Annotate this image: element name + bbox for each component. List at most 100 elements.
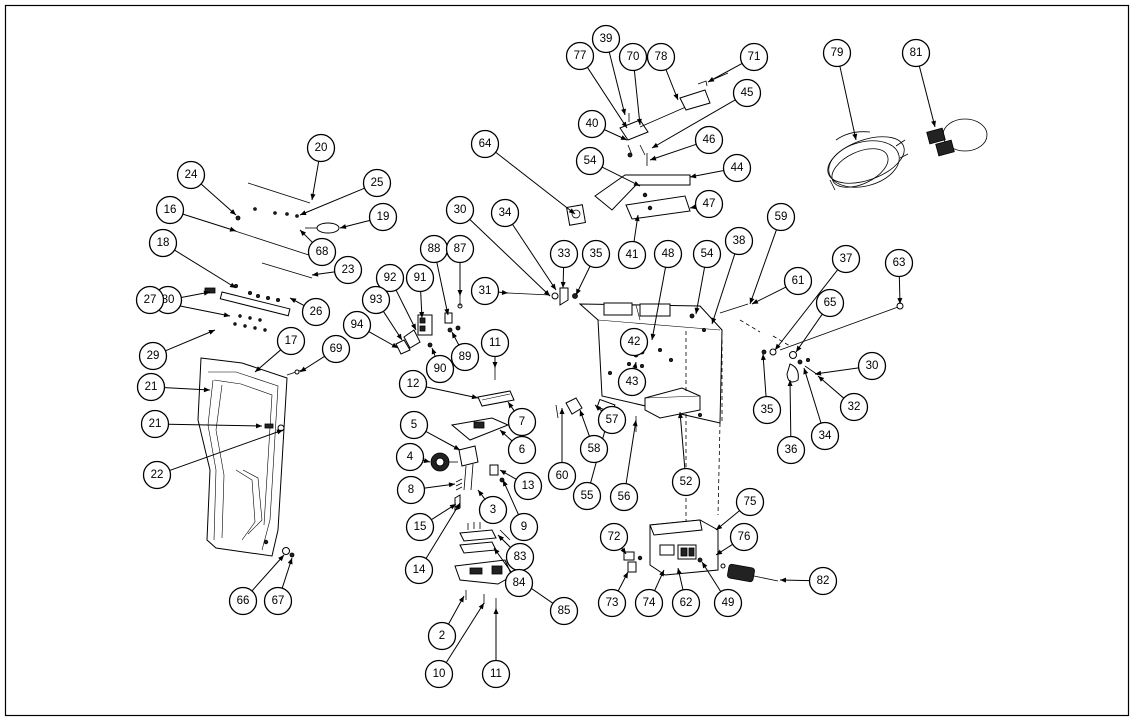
- callout-circle: [653, 239, 683, 269]
- callout-89: 89: [450, 342, 480, 372]
- callout-leader-34: [803, 367, 822, 424]
- callout-number: 38: [733, 235, 746, 247]
- callout-number: 34: [819, 430, 832, 442]
- rod-23: [261, 262, 313, 279]
- callout-leader-14: [425, 502, 461, 559]
- callout-circle: [481, 659, 511, 689]
- callout-circle: [480, 328, 510, 358]
- callout-circle: [808, 566, 838, 596]
- callout-81: 81: [901, 38, 931, 68]
- callout-circle: [713, 588, 743, 618]
- callout-number: 89: [459, 351, 472, 363]
- callout-arrowhead-41: [634, 215, 640, 222]
- callout-number: 56: [618, 491, 631, 503]
- callout-11: 11: [481, 659, 511, 689]
- callout-82: 82: [808, 566, 838, 596]
- callout-circle: [671, 467, 701, 497]
- callout-61: 61: [783, 266, 813, 296]
- callout-circle: [445, 195, 475, 225]
- callout-arrowhead-66: [278, 555, 284, 562]
- callout-84: 84: [504, 568, 534, 598]
- callout-70: 70: [618, 42, 648, 72]
- callout-arrowhead-87: [457, 290, 463, 296]
- callout-circle: [618, 42, 648, 72]
- callout-66: 66: [228, 586, 258, 616]
- callout-arrowhead-2: [458, 596, 464, 603]
- callout-17: 17: [276, 326, 306, 356]
- callout-number: 27: [144, 294, 157, 306]
- callout-arrowhead-24: [229, 209, 236, 215]
- callout-16: 16: [155, 195, 185, 225]
- callout-circle: [839, 392, 869, 422]
- callout-arrowhead-21: [203, 387, 210, 393]
- callout-circle: [857, 351, 887, 381]
- callout-6: 6: [507, 435, 537, 465]
- callout-arrowhead-11: [492, 362, 498, 368]
- callout-74: 74: [634, 588, 664, 618]
- callout-number: 41: [626, 249, 639, 261]
- callout-leader-79: [839, 66, 857, 141]
- callout-circle: [405, 512, 435, 542]
- callout-arrowhead-5: [453, 444, 460, 450]
- callout-number: 14: [413, 564, 426, 576]
- callout-arrowhead-57: [595, 405, 602, 411]
- callout-number: 83: [514, 551, 527, 563]
- callout-arrowhead-15: [449, 504, 456, 510]
- callout-77: 77: [565, 41, 595, 71]
- callout-60: 60: [547, 461, 577, 491]
- callout-arrowhead-37: [775, 343, 781, 350]
- callout-leader-92: [395, 289, 417, 331]
- callout-90: 90: [425, 354, 455, 384]
- callout-circle: [509, 512, 539, 542]
- callout-number: 32: [848, 401, 861, 413]
- callout-36: 36: [776, 435, 806, 465]
- callout-circle: [142, 460, 172, 490]
- callout-46: 46: [694, 125, 724, 155]
- callout-arrowhead-10: [478, 603, 484, 610]
- harness-assembly-70: [619, 72, 729, 166]
- callout-37: 37: [831, 244, 861, 274]
- callout-leader-56: [625, 419, 637, 484]
- callout-number: 78: [655, 51, 668, 63]
- callout-circle: [276, 326, 306, 356]
- callout-78: 78: [646, 42, 676, 72]
- callout-circle: [507, 407, 537, 437]
- callout-circle: [884, 248, 914, 278]
- connector-72: [623, 551, 643, 573]
- callout-arrowhead-88: [444, 308, 450, 315]
- callout-42: 42: [619, 327, 649, 357]
- callout-circle: [425, 354, 455, 384]
- callout-number: 16: [164, 204, 177, 216]
- callout-arrowhead-40: [620, 135, 627, 140]
- callout-number: 45: [741, 87, 754, 99]
- callout-arrowhead-61: [752, 299, 759, 304]
- callout-number: 2: [439, 630, 445, 642]
- callout-93: 93: [361, 285, 391, 315]
- callout-58: 58: [579, 434, 609, 464]
- callout-circle: [609, 482, 639, 512]
- callout-leader-88: [436, 262, 449, 316]
- callout-number: 72: [608, 531, 621, 543]
- callout-34: 34: [810, 421, 840, 451]
- callout-arrowhead-90: [431, 348, 437, 355]
- callout-23: 23: [333, 255, 363, 285]
- callout-circle: [490, 198, 520, 228]
- callout-number: 47: [703, 198, 716, 210]
- callout-circle: [634, 588, 664, 618]
- callout-7: 7: [507, 407, 537, 437]
- callout-arrowhead-17: [255, 366, 262, 372]
- callout-arrowhead-34: [803, 368, 809, 375]
- callout-circle: [398, 369, 428, 399]
- callout-arrowhead-69: [300, 366, 307, 372]
- callout-arrowhead-92: [411, 323, 416, 330]
- callout-circle: [375, 263, 405, 293]
- callout-85: 85: [549, 596, 579, 626]
- callout-circle: [362, 168, 392, 198]
- callout-number: 35: [590, 248, 603, 260]
- callout-circle: [424, 659, 454, 689]
- callout-number: 70: [627, 51, 640, 63]
- callout-arrowhead-25: [300, 210, 307, 216]
- callout-91: 91: [405, 263, 435, 293]
- callout-68: 68: [307, 237, 337, 267]
